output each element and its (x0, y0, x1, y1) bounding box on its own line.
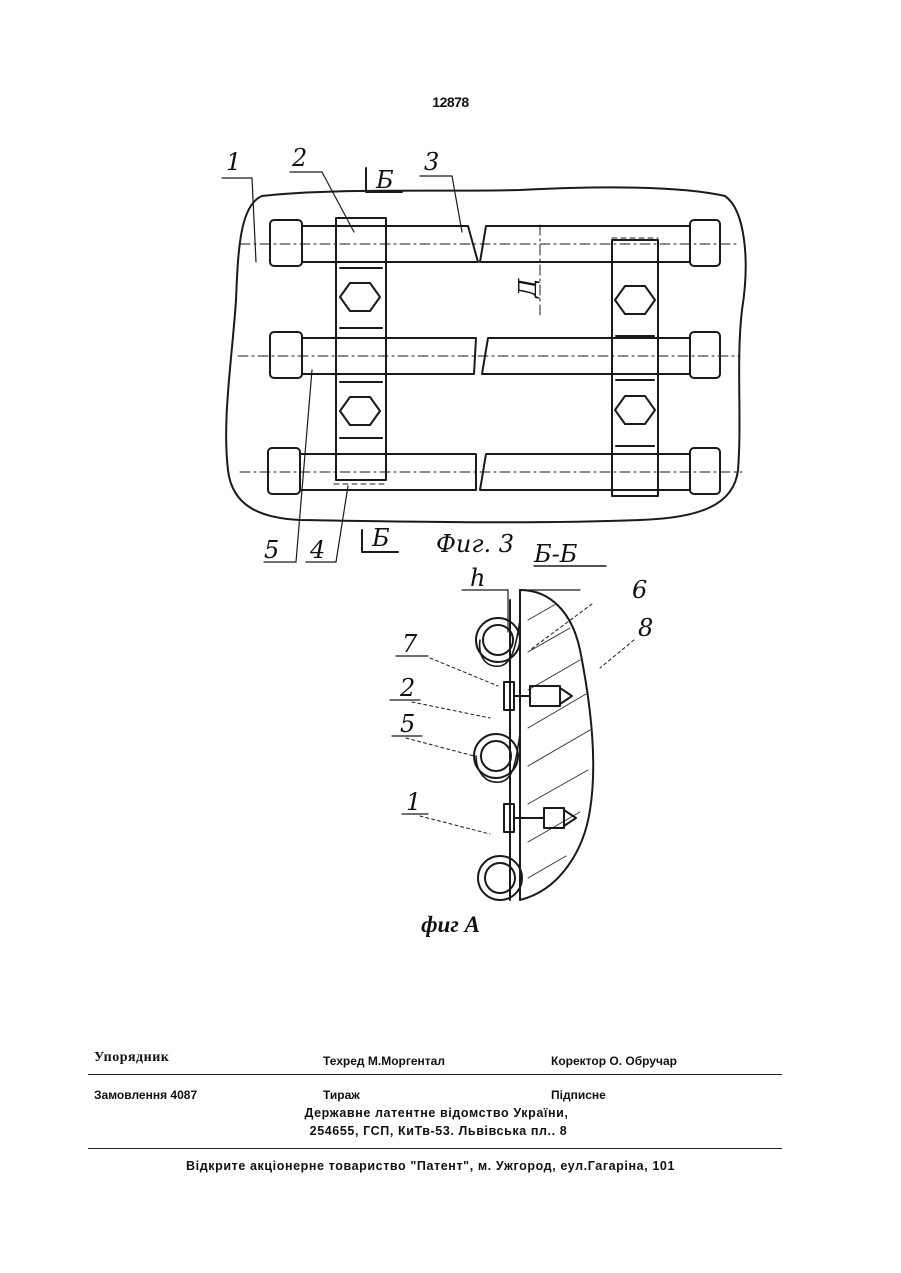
label-part-4: 4 (309, 536, 325, 564)
figure-3-drawing (222, 168, 746, 562)
section-title: Б-Б (533, 540, 578, 568)
dimension-h: h (470, 564, 485, 592)
label-part-3: 3 (424, 148, 439, 176)
imprint-office-line2: 254655, ГСП, КиТв-53. Львівська пл.. 8 (0, 1122, 889, 1140)
label-part-5-section: 5 (400, 710, 415, 738)
fastener-lower (504, 804, 576, 832)
rod-row-middle (270, 332, 720, 378)
label-view-a: Д (514, 278, 542, 299)
imprint-compiler: Упорядник (94, 1050, 169, 1066)
imprint-office-line1: Державне латентне відомство України, (0, 1104, 887, 1122)
imprint-order: Замовлення 4087 (94, 1088, 197, 1102)
section-mark-top: Б (375, 166, 394, 194)
label-part-5: 5 (264, 536, 279, 564)
label-part-6: 6 (632, 576, 647, 604)
divider-top (88, 1074, 782, 1075)
label-part-8: 8 (638, 614, 653, 642)
label-part-2-section: 2 (399, 674, 415, 702)
fastener-upper (504, 682, 572, 710)
left-clamp-strip (336, 218, 386, 480)
figure-3-caption: Фиг. 3 (436, 530, 514, 558)
tube-top (476, 618, 520, 662)
figure-4-caption: фиг A (0, 912, 901, 938)
imprint-subscription: Підписне (551, 1088, 606, 1102)
tube-bottom (478, 856, 522, 900)
section-mark-bottom: Б (371, 524, 390, 552)
rod-row-top (270, 220, 720, 266)
imprint-publisher: Відкрите акціонерне товариство "Патент",… (0, 1157, 881, 1175)
label-part-2: 2 (291, 144, 307, 172)
patent-drawing: 1 2 3 Б Б 5 4 Д Фиг. 3 Б-Б h 6 8 7 2 5 1 (0, 0, 901, 1000)
label-part-7: 7 (402, 630, 418, 658)
right-clamp-strip (612, 240, 658, 496)
imprint-techred: Техред М.Моргентал (323, 1054, 445, 1068)
imprint-corrector: Коректор О. Обручар (551, 1054, 677, 1068)
imprint-circulation: Тираж (323, 1088, 360, 1102)
divider-bottom (88, 1148, 782, 1149)
label-part-1-section: 1 (406, 788, 421, 816)
figure-4-drawing (390, 566, 634, 900)
label-part-1: 1 (226, 148, 241, 176)
support-wall (520, 590, 593, 900)
